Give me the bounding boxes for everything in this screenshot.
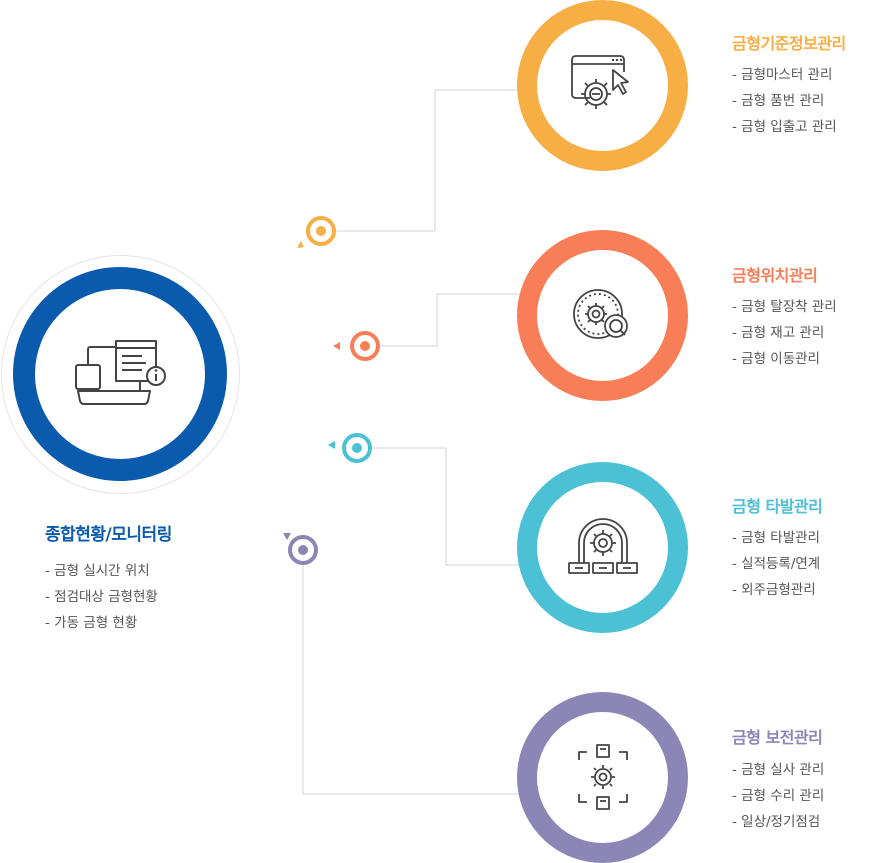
node-dot bbox=[360, 341, 370, 351]
connector-line-1 bbox=[336, 89, 530, 232]
module-circle-4 bbox=[517, 692, 688, 863]
module-item-list-4: - 금형 실사 관리 - 금형 수리 관리 - 일상/정기점검 bbox=[732, 757, 824, 835]
list-item: - 금형 품번 관리 bbox=[732, 93, 825, 109]
list-item: - 금형 이동관리 bbox=[732, 351, 820, 367]
monitor-info-icon bbox=[75, 340, 166, 405]
list-item: - 가동 금형 현황 bbox=[45, 615, 138, 631]
list-item: - 점검대상 금형현황 bbox=[45, 589, 158, 605]
module-title-4: 금형 보전관리 bbox=[732, 728, 823, 747]
connector-node-4 bbox=[288, 535, 318, 565]
connector-node-2 bbox=[350, 331, 380, 361]
main-title: 종합현황/모니터링 bbox=[45, 525, 172, 545]
module-title-1: 금형기준정보관리 bbox=[732, 34, 846, 53]
list-item: - 일상/정기점검 bbox=[732, 814, 821, 830]
module-title-2: 금형위치관리 bbox=[732, 266, 818, 285]
list-item: - 금형 실사 관리 bbox=[732, 762, 825, 778]
module-item-list-2: - 금형 탈장착 관리 - 금형 재고 관리 - 금형 이동관리 bbox=[732, 294, 837, 372]
gear-press-icon bbox=[568, 518, 638, 574]
list-item: - 금형 실시간 위치 bbox=[45, 563, 150, 579]
list-item: - 금형 수리 관리 bbox=[732, 788, 825, 804]
arrow-marker-4 bbox=[283, 533, 291, 540]
list-item: - 금형 타발관리 bbox=[732, 530, 820, 546]
gear-maintenance-icon bbox=[578, 744, 628, 810]
node-dot bbox=[316, 226, 326, 236]
arrow-marker-2 bbox=[333, 342, 340, 350]
node-dot bbox=[298, 545, 308, 555]
connector-line-4 bbox=[302, 565, 530, 795]
connector-node-1 bbox=[306, 216, 336, 246]
list-item: - 금형 입출고 관리 bbox=[732, 119, 837, 135]
arrow-marker-1 bbox=[297, 241, 304, 248]
module-item-list-3: - 금형 타발관리 - 실적등록/연계 - 외주금형관리 bbox=[732, 525, 820, 603]
module-item-list-1: - 금형마스터 관리 - 금형 품번 관리 - 금형 입출고 관리 bbox=[732, 62, 837, 140]
arrow-marker-3 bbox=[328, 441, 335, 449]
browser-gear-icon bbox=[571, 55, 629, 109]
connector-node-3 bbox=[342, 433, 372, 463]
connector-line-3 bbox=[372, 447, 530, 566]
main-item-list: - 금형 실시간 위치 - 점검대상 금형현황 - 가동 금형 현황 bbox=[45, 558, 158, 636]
list-item: - 실적등록/연계 bbox=[732, 556, 821, 572]
node-dot bbox=[352, 443, 362, 453]
list-item: - 금형 재고 관리 bbox=[732, 325, 825, 341]
list-item: - 외주금형관리 bbox=[732, 582, 816, 598]
connector-line-2 bbox=[380, 293, 530, 347]
list-item: - 금형 탈장착 관리 bbox=[732, 299, 837, 315]
module-title-3: 금형 타발관리 bbox=[732, 497, 823, 516]
gear-search-icon bbox=[573, 289, 628, 339]
list-item: - 금형마스터 관리 bbox=[732, 67, 833, 83]
